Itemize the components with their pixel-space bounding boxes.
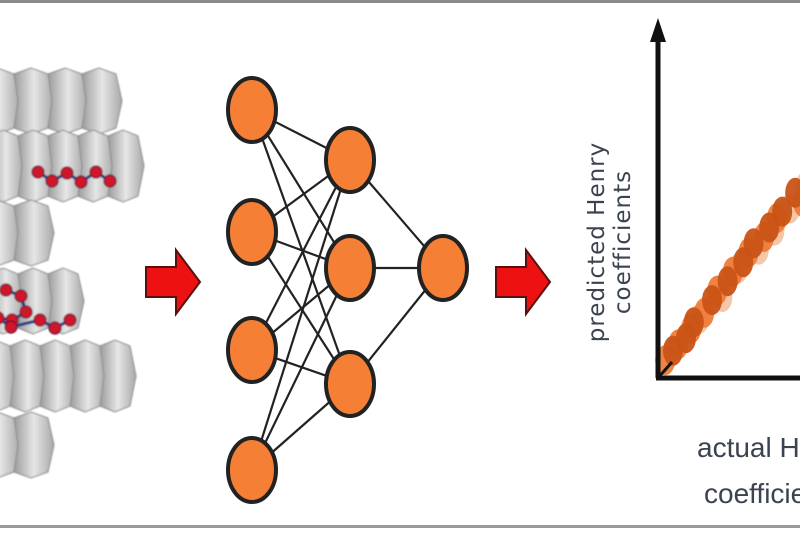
- nn-hidden-node: [324, 126, 376, 194]
- atom: [0, 311, 5, 325]
- top-border: [0, 0, 800, 3]
- x-axis-label-line2: coefficients: [704, 478, 800, 509]
- scatter-point-dark: [785, 177, 800, 208]
- scatter-point-dark: [772, 196, 793, 227]
- atom: [33, 313, 47, 327]
- atom: [45, 174, 59, 188]
- atom: [14, 289, 28, 303]
- atom: [103, 174, 117, 188]
- nn-connection: [251, 159, 351, 351]
- neural-network-nodes: [226, 76, 469, 504]
- atom: [74, 175, 88, 189]
- molecular-structures-panel: [0, 67, 145, 479]
- nn-input-node: [226, 316, 278, 384]
- scatter-point-dark: [743, 228, 764, 259]
- parity-plot: predicted Henry coefficients actual Henr…: [584, 18, 800, 509]
- atom: [63, 313, 77, 327]
- nn-input-node: [226, 76, 278, 144]
- nn-output-node: [417, 234, 469, 302]
- atom: [4, 320, 18, 334]
- atom: [48, 321, 62, 335]
- framework-cell: [107, 129, 145, 203]
- framework-cell: [13, 199, 55, 267]
- right-arrow-icon: [495, 247, 552, 317]
- atom: [60, 166, 74, 180]
- atom: [19, 305, 33, 319]
- scatter-point-dark: [702, 285, 722, 316]
- nn-connection: [251, 267, 351, 471]
- framework-cell: [81, 67, 123, 135]
- origin-tick: [656, 361, 674, 379]
- y-axis-label-line2: coefficients: [610, 170, 636, 314]
- framework-cell: [13, 67, 55, 135]
- nn-hidden-node: [324, 350, 376, 418]
- nn-connection: [250, 159, 352, 471]
- nn-input-node: [226, 436, 278, 504]
- atom: [89, 165, 103, 179]
- scatter-point-dark: [717, 266, 738, 297]
- atom: [31, 165, 45, 179]
- scatter-points: [655, 173, 800, 376]
- x-axis-label-line1: actual Henry: [697, 432, 800, 463]
- framework-cell: [13, 411, 55, 479]
- y-axis-label-line1: predicted Henry: [584, 142, 610, 343]
- atom: [0, 283, 13, 297]
- right-arrow-icon: [145, 247, 202, 317]
- y-axis-arrowhead-icon: [650, 18, 666, 42]
- scatter-point-dark: [683, 307, 704, 338]
- framework-cell: [47, 67, 89, 135]
- nn-hidden-node: [324, 234, 376, 302]
- nn-connection: [250, 109, 352, 385]
- framework-cell: [99, 339, 137, 413]
- bottom-border: [0, 525, 800, 528]
- nn-input-node: [226, 198, 278, 266]
